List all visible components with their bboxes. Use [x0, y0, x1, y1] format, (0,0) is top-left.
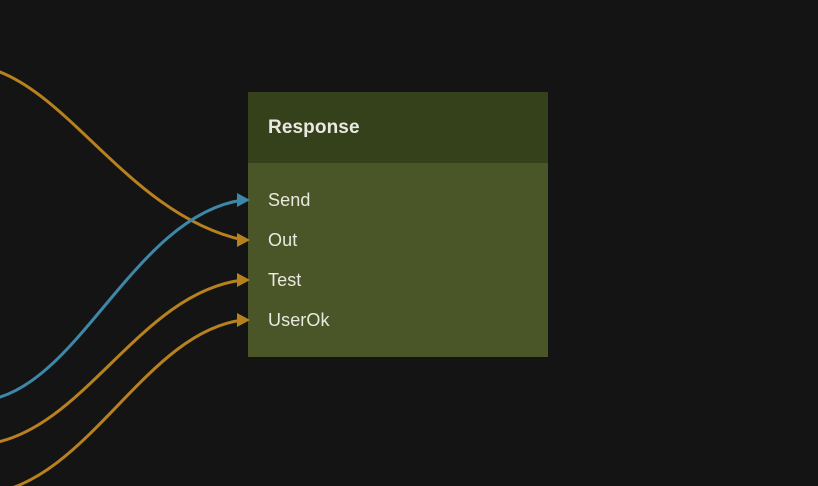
edge-userok[interactable]	[0, 318, 245, 486]
port-row-out[interactable]: Out	[237, 220, 548, 260]
port-label-send: Send	[268, 189, 311, 210]
node-title: Response	[268, 116, 360, 138]
arrow-right-filled-icon[interactable]	[237, 273, 250, 287]
arrow-right-filled-icon[interactable]	[237, 193, 250, 207]
port-label-userok: UserOk	[268, 309, 330, 330]
edge-send[interactable]	[0, 198, 245, 400]
port-row-send[interactable]: Send	[237, 180, 548, 220]
arrow-right-filled-icon[interactable]	[237, 233, 250, 247]
arrow-right-filled-icon[interactable]	[237, 313, 250, 327]
port-label-test: Test	[268, 269, 302, 290]
edge-test[interactable]	[0, 278, 245, 444]
port-row-test[interactable]: Test	[237, 260, 548, 300]
edge-out[interactable]	[0, 68, 245, 242]
port-row-userok[interactable]: UserOk	[237, 300, 548, 340]
node-header[interactable]: Response	[248, 92, 548, 163]
port-label-out: Out	[268, 229, 298, 250]
